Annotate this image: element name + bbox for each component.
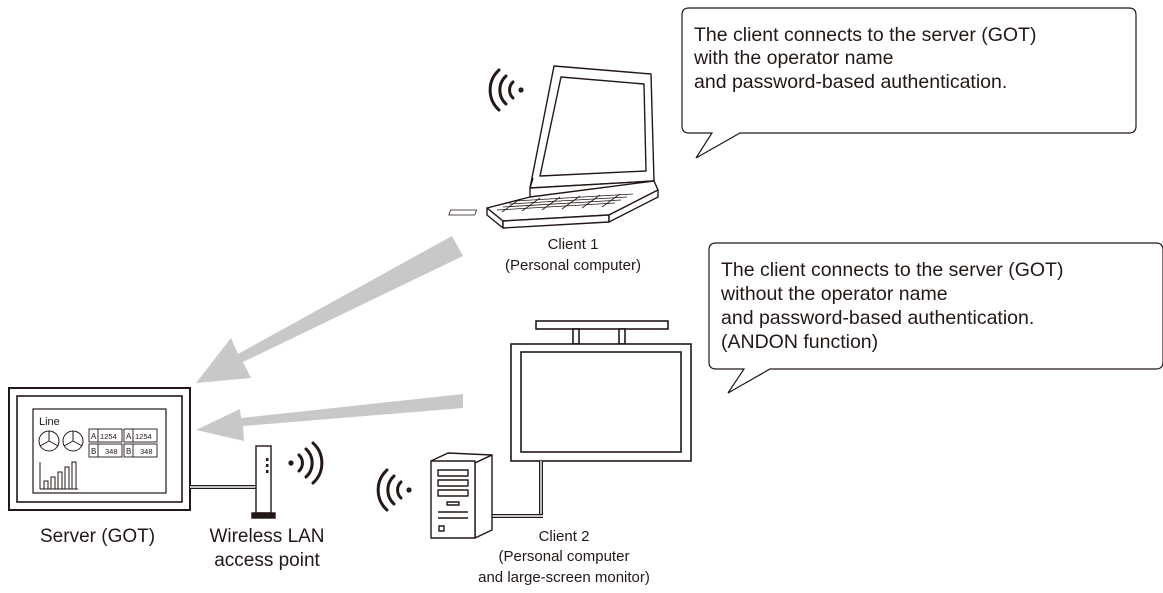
got-row2-value-b: 348	[140, 447, 153, 456]
callout-client1-line2: with the operator name	[693, 47, 893, 69]
got-row1-value-b: 1254	[135, 432, 152, 441]
callout-client1: The client connects to the server (GOT) …	[681, 7, 1137, 159]
got-row1-label-a: A	[91, 432, 97, 441]
callout-client2-line3: and password-based authentication.	[721, 307, 1034, 329]
laptop-icon	[448, 65, 659, 229]
got-row2-label-a: B	[91, 447, 96, 456]
got-row2-label-b: B	[126, 447, 131, 456]
client2-label-line2: (Personal computer	[499, 548, 630, 565]
client2-label-line1: Client 2	[539, 528, 590, 545]
wifi-icon-client1	[488, 68, 524, 112]
got-terminal-icon: Line A 1254 A 1254 B 348 B	[8, 387, 191, 511]
client2-label-line3: and large-screen monitor)	[478, 569, 650, 586]
bar-chart-icon	[39, 461, 78, 490]
callout-client2-line1: The client connects to the server (GOT)	[721, 259, 1063, 281]
large-monitor-icon	[490, 320, 692, 518]
got-row1-label-b: A	[126, 432, 132, 441]
callout-client2-line2: without the operator name	[720, 283, 948, 305]
access-point-label-line2: access point	[214, 550, 320, 571]
callout-client2-line4: (ANDON function)	[721, 331, 878, 353]
got-row1-value-a: 1254	[100, 432, 117, 441]
callout-client1-line1: The client connects to the server (GOT)	[694, 24, 1036, 46]
client1-label-line2: (Personal computer)	[505, 257, 641, 274]
tower-pc-icon	[430, 452, 493, 539]
connection-arrow-client2	[196, 394, 463, 441]
callout-client2: The client connects to the server (GOT) …	[708, 242, 1163, 394]
got-value-table	[88, 428, 158, 458]
client1-label-line1: Client 1	[548, 236, 599, 253]
access-point-label-line1: Wireless LAN	[209, 526, 324, 547]
access-point-icon	[251, 445, 276, 519]
connection-arrow-client1	[196, 236, 463, 383]
got-screen-title: Line	[39, 416, 60, 428]
got-row2-value-a: 348	[105, 447, 118, 456]
wifi-icon-access-point	[288, 441, 324, 485]
gauge-icon	[38, 430, 84, 452]
wifi-icon-client2	[376, 468, 412, 512]
callout-client1-line3: and password-based authentication.	[694, 71, 1007, 93]
server-label: Server (GOT)	[40, 526, 155, 547]
